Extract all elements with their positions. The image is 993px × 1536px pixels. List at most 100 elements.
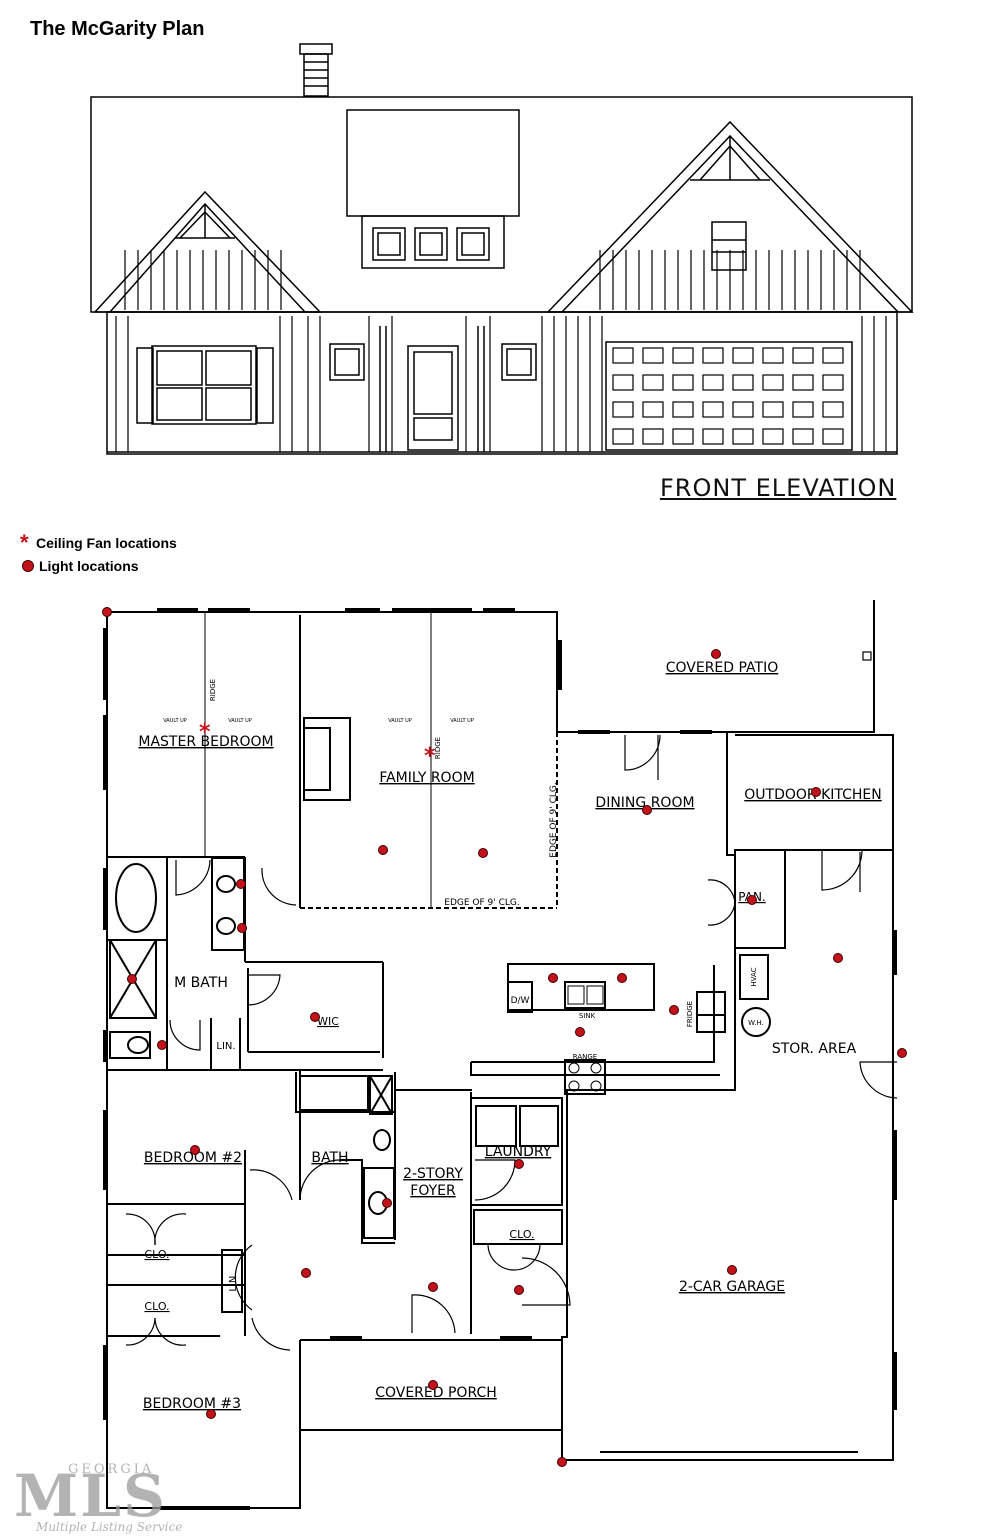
- garage-door-panel: [822, 428, 844, 445]
- light-location-dot: [237, 923, 247, 933]
- room-family-room: FAMILY ROOM: [379, 770, 474, 786]
- garage-door-panel: [612, 401, 634, 418]
- light-location-dot: [548, 973, 558, 983]
- room-foyer-line1: 2-STORY: [403, 1166, 463, 1182]
- ridge-label-family: RIDGE: [434, 737, 442, 759]
- garage-door-panel: [822, 347, 844, 364]
- fridge-label: FRIDGE: [686, 1001, 694, 1027]
- garage-door-panel: [762, 374, 784, 391]
- legend-light: Light locations: [20, 558, 139, 574]
- light-location-dot: [428, 1282, 438, 1292]
- room-storage-area: STOR. AREA: [772, 1041, 857, 1057]
- light-location-dot: [642, 805, 652, 815]
- garage-door-panel: [792, 374, 814, 391]
- room-closet-1: CLO.: [144, 1248, 169, 1261]
- ridge-label-master: RIDGE: [209, 679, 217, 701]
- garage-door-panel: [672, 428, 694, 445]
- ceiling-fan-asterisk-icon: *: [199, 720, 211, 745]
- garage-door-panel: [762, 401, 784, 418]
- watermark-top-text: GEORGIA: [68, 1462, 155, 1477]
- light-location-dot: [833, 953, 843, 963]
- garage-door-panel: [702, 401, 724, 418]
- light-location-dot: [236, 879, 246, 889]
- room-linen-hall: LIN.: [228, 1272, 239, 1291]
- ceiling-fan-asterisk-icon: *: [20, 530, 29, 555]
- garage-door-panel: [612, 428, 634, 445]
- garage-door-panel: [612, 374, 634, 391]
- vault-label-2: VAULT UP: [228, 718, 252, 724]
- watermark-sub-text: Multiple Listing Service: [36, 1520, 183, 1534]
- garage-door-panel: [642, 347, 664, 364]
- garage-door-panel: [642, 428, 664, 445]
- light-dot-icon: [22, 560, 34, 572]
- light-location-dot: [711, 649, 721, 659]
- light-location-dot: [514, 1285, 524, 1295]
- legend-fan: * Ceiling Fan locations: [20, 530, 177, 555]
- light-location-dot: [514, 1159, 524, 1169]
- light-location-dot: [206, 1409, 216, 1419]
- light-location-dot: [575, 1027, 585, 1037]
- light-location-dot: [157, 1040, 167, 1050]
- garage-door-panel: [672, 401, 694, 418]
- garage-door-panel: [702, 347, 724, 364]
- room-foyer-line2: FOYER: [410, 1183, 456, 1199]
- garage-door-panel: [822, 401, 844, 418]
- garage-door-panel: [732, 374, 754, 391]
- ceiling-edge-horizontal-label: EDGE OF 9' CLG.: [444, 898, 519, 908]
- georgia-mls-watermark: GEORGIA MLS Multiple Listing Service: [14, 1462, 182, 1534]
- room-linen-master: LIN.: [216, 1041, 235, 1052]
- light-location-dot: [378, 845, 388, 855]
- vault-label-4: VAULT UP: [450, 718, 474, 724]
- vault-label-1: VAULT UP: [163, 718, 187, 724]
- light-location-dot: [127, 974, 137, 984]
- light-location-dot: [102, 607, 112, 617]
- room-wic: WIC: [317, 1015, 339, 1028]
- light-location-dot: [617, 973, 627, 983]
- floor-plan-drawing: MASTER BEDROOM FAMILY ROOM COVERED PATIO…: [102, 600, 907, 1510]
- garage-door-panel: [612, 347, 634, 364]
- plan-title: The McGarity Plan: [30, 18, 205, 40]
- light-location-dot: [310, 1012, 320, 1022]
- dishwasher-label: D/W: [511, 996, 530, 1006]
- garage-door-panel: [792, 347, 814, 364]
- room-bedroom-2: BEDROOM #2: [144, 1150, 242, 1166]
- room-master-bath: M BATH: [174, 975, 228, 991]
- light-location-dot: [478, 848, 488, 858]
- room-bath: BATH: [311, 1150, 348, 1166]
- garage-door-panel: [792, 428, 814, 445]
- garage-door-panel: [702, 374, 724, 391]
- light-location-dot: [747, 895, 757, 905]
- front-elevation-label: FRONT ELEVATION: [660, 474, 897, 502]
- garage-door-panel: [702, 428, 724, 445]
- light-location-dot: [897, 1048, 907, 1058]
- garage-door-panel: [762, 428, 784, 445]
- sink-label: SINK: [579, 1012, 596, 1020]
- room-master-bedroom: MASTER BEDROOM: [138, 734, 273, 750]
- light-location-dot: [557, 1457, 567, 1467]
- room-hall-closet: CLO.: [509, 1228, 534, 1241]
- ceiling-edge-vertical-label: EDGE OF 9' CLG.: [549, 782, 559, 857]
- water-heater-label: W.H.: [748, 1019, 764, 1027]
- light-location-dot: [301, 1268, 311, 1278]
- garage-door-panel: [642, 401, 664, 418]
- room-bedroom-3: BEDROOM #3: [143, 1396, 241, 1412]
- light-location-dot: [428, 1380, 438, 1390]
- room-garage: 2-CAR GARAGE: [679, 1279, 785, 1295]
- room-laundry: LAUNDRY: [485, 1144, 552, 1160]
- garage-door-panel: [822, 374, 844, 391]
- legend-light-label: Light locations: [39, 558, 139, 574]
- hvac-label: HVAC: [750, 967, 758, 986]
- garage-door-panel: [762, 347, 784, 364]
- front-elevation-drawing: [90, 43, 914, 455]
- ceiling-fan-asterisk-icon: *: [424, 744, 436, 769]
- light-location-dot: [382, 1198, 392, 1208]
- room-covered-porch: COVERED PORCH: [375, 1385, 497, 1401]
- room-closet-2: CLO.: [144, 1300, 169, 1313]
- light-location-dot: [669, 1005, 679, 1015]
- room-covered-patio: COVERED PATIO: [666, 660, 779, 676]
- room-dining-room: DINING ROOM: [595, 795, 694, 811]
- garage-door-panel: [672, 374, 694, 391]
- garage-door-panel: [792, 401, 814, 418]
- vault-label-3: VAULT UP: [388, 718, 412, 724]
- garage-door-panel: [732, 401, 754, 418]
